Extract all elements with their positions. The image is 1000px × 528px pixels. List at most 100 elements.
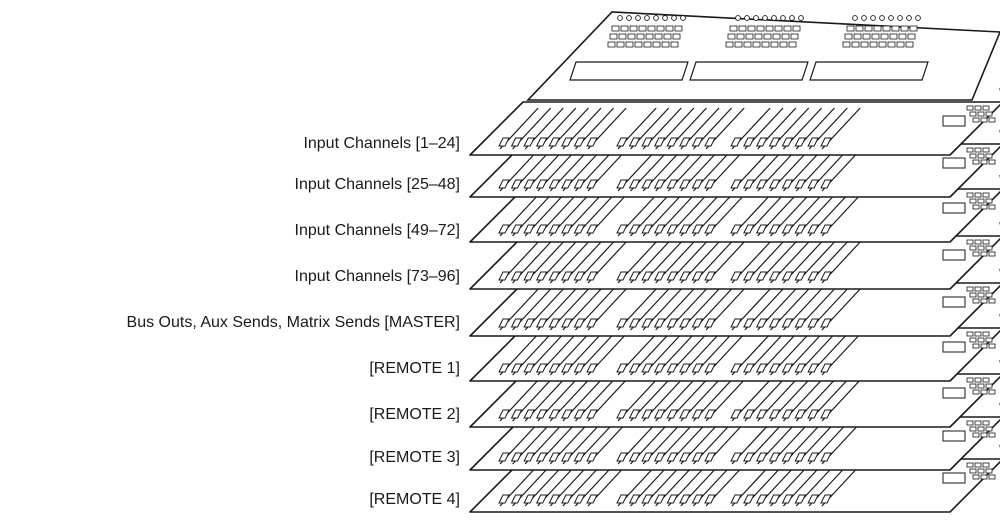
fader-cap	[653, 409, 666, 419]
fader-cap	[755, 494, 768, 504]
fader-cap	[730, 318, 742, 328]
fader-cap	[755, 179, 768, 189]
console-layer	[469, 269, 1000, 337]
fader-cap	[679, 494, 691, 504]
knob	[870, 15, 876, 21]
control-button	[972, 343, 980, 349]
fader-cap	[666, 137, 679, 147]
fader-cap	[535, 271, 548, 281]
control-button	[966, 420, 974, 426]
meter-bridge-panel	[526, 11, 1000, 101]
fader-cap	[807, 137, 819, 147]
button	[727, 33, 736, 40]
control-button	[977, 198, 985, 204]
fader-cap	[573, 137, 586, 147]
fader-cap	[628, 409, 641, 419]
fader-cap	[704, 224, 716, 234]
control-button	[985, 292, 993, 298]
fader-cap	[548, 363, 561, 373]
control-button	[982, 420, 990, 426]
fader-cap	[679, 224, 691, 234]
fader-cap	[561, 363, 573, 373]
display-window	[942, 341, 966, 353]
button	[629, 25, 638, 32]
fader-cap	[616, 318, 628, 328]
fader-cap	[781, 137, 794, 147]
layer-plate	[469, 373, 1000, 428]
fader-cap	[730, 494, 742, 504]
control-button	[966, 286, 974, 292]
knob	[735, 15, 741, 21]
fader-cap	[768, 179, 781, 189]
fader-cap	[730, 409, 742, 419]
control-button	[982, 192, 990, 198]
control-button	[985, 337, 993, 343]
control-button	[969, 468, 977, 474]
fader-cap	[768, 363, 781, 373]
fader-cap	[704, 363, 716, 373]
button	[779, 41, 788, 48]
fader-cap	[498, 452, 510, 462]
button	[645, 33, 654, 40]
fader-cap	[781, 363, 794, 373]
button	[761, 41, 770, 48]
control-button	[974, 377, 982, 383]
fader-cap	[523, 137, 535, 147]
fader-cap	[743, 137, 755, 147]
button	[665, 25, 674, 32]
control-button	[988, 117, 996, 123]
fader-cap	[653, 494, 666, 504]
display-window	[689, 61, 809, 81]
fader-cap	[704, 452, 716, 462]
button	[889, 33, 898, 40]
fader-cap	[573, 409, 586, 419]
fader-cap	[820, 179, 832, 189]
control-button	[982, 331, 990, 337]
fader-cap	[730, 271, 742, 281]
control-button	[988, 298, 996, 304]
control-button	[982, 286, 990, 292]
fader-cap	[510, 452, 523, 462]
button	[736, 33, 745, 40]
layer-plate	[469, 143, 1000, 198]
meter-bridge	[526, 11, 1000, 101]
button	[725, 41, 734, 48]
fader-cap	[498, 179, 510, 189]
console-layer	[469, 314, 1000, 382]
button	[855, 25, 864, 32]
fader-cap	[616, 494, 628, 504]
fader-cap	[586, 224, 598, 234]
fader-cap	[666, 409, 679, 419]
control-button	[982, 105, 990, 111]
fader-cap	[498, 363, 510, 373]
control-button	[969, 292, 977, 298]
fader-cap	[794, 409, 807, 419]
button	[853, 33, 862, 40]
fader-cap	[666, 318, 679, 328]
button	[864, 25, 873, 32]
fader-cap	[768, 409, 781, 419]
fader-cap	[820, 452, 832, 462]
button	[672, 33, 681, 40]
button	[747, 25, 756, 32]
console-layer	[469, 360, 1000, 428]
control-button	[966, 105, 974, 111]
control-button	[977, 337, 985, 343]
control-button	[974, 192, 982, 198]
fader-cap	[523, 179, 535, 189]
fader-cap	[704, 137, 716, 147]
fader-cap	[535, 224, 548, 234]
control-button	[988, 432, 996, 438]
control-button	[985, 383, 993, 389]
button	[869, 41, 878, 48]
button	[734, 41, 743, 48]
control-button	[972, 159, 980, 165]
fader-cap	[510, 224, 523, 234]
knob	[906, 15, 912, 21]
layer-label-remote-2: [REMOTE 2]	[369, 406, 460, 423]
fader-cap	[755, 271, 768, 281]
control-button	[969, 153, 977, 159]
fader-cap	[523, 318, 535, 328]
fader-cap	[653, 137, 666, 147]
fader-cap	[535, 179, 548, 189]
